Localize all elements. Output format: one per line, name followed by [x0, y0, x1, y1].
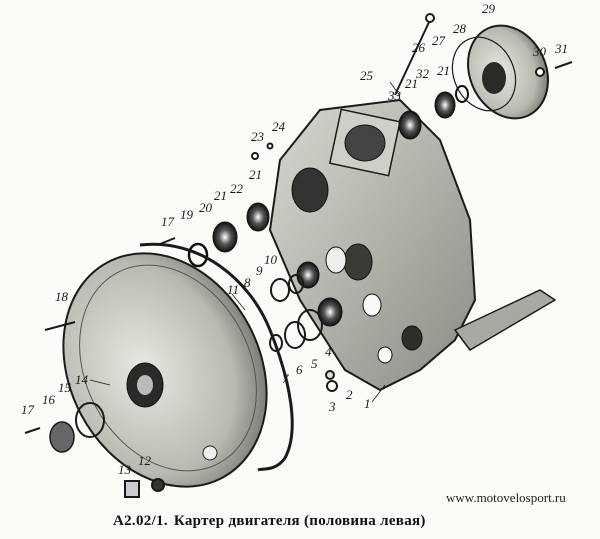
part-label: 3 [328, 399, 336, 414]
part-label: 7 [282, 371, 289, 386]
part-label: 22 [230, 181, 244, 196]
part-label: 26 [412, 40, 426, 55]
part-label: 18 [55, 289, 69, 304]
crankcase-half [268, 98, 557, 392]
figure-caption: A2.02/1. Картер двигателя (половина левая… [113, 513, 432, 530]
right-cover [451, 24, 549, 120]
left-cover [62, 252, 268, 488]
part-label: 28 [453, 21, 467, 36]
part-label: 10 [264, 252, 278, 267]
leader-lines [89, 81, 401, 403]
part-labels: 1 2 3 4 5 6 7 8 9 10 11 12 13 14 15 16 1… [21, 1, 568, 477]
part-label: 32 [415, 66, 430, 81]
part-label: 4 [325, 344, 332, 359]
part-label: 30 [532, 44, 547, 59]
part-label: 20 [199, 200, 213, 215]
part-label: 25 [360, 68, 374, 83]
part-label: 2 [346, 387, 353, 402]
part-label: 19 [180, 207, 194, 222]
part-label: 21 [249, 167, 262, 182]
part-label: 12 [138, 453, 152, 468]
caption-text: Картер двигателя (половина левая) [173, 513, 426, 529]
caption-code: A2.02/1. [113, 513, 168, 529]
part-label: 33 [387, 88, 402, 103]
part-label: 1 [364, 396, 371, 411]
part-label: 24 [272, 119, 286, 134]
part-label: 5 [311, 356, 318, 371]
bearings [187, 85, 469, 327]
part-label: 17 [21, 402, 35, 417]
part-label: 11 [227, 282, 239, 297]
rings [49, 274, 323, 453]
part-label: 21 [437, 63, 450, 78]
fasteners [24, 13, 573, 498]
part-label: 6 [296, 362, 303, 377]
part-label: 16 [42, 392, 56, 407]
part-label: 31 [554, 41, 568, 56]
part-label: 14 [75, 372, 89, 387]
part-label: 21 [405, 76, 418, 91]
part-label: 27 [432, 33, 446, 48]
part-label: 17 [161, 214, 175, 229]
part-label: 15 [58, 380, 72, 395]
part-label: 21 [214, 188, 227, 203]
part-label: 9 [256, 263, 263, 278]
part-label: 29 [482, 1, 496, 16]
watermark-url: www.motovelosport.ru [446, 490, 566, 505]
part-label: 8 [244, 275, 251, 290]
part-label: 13 [118, 462, 132, 477]
part-label: 23 [251, 129, 265, 144]
